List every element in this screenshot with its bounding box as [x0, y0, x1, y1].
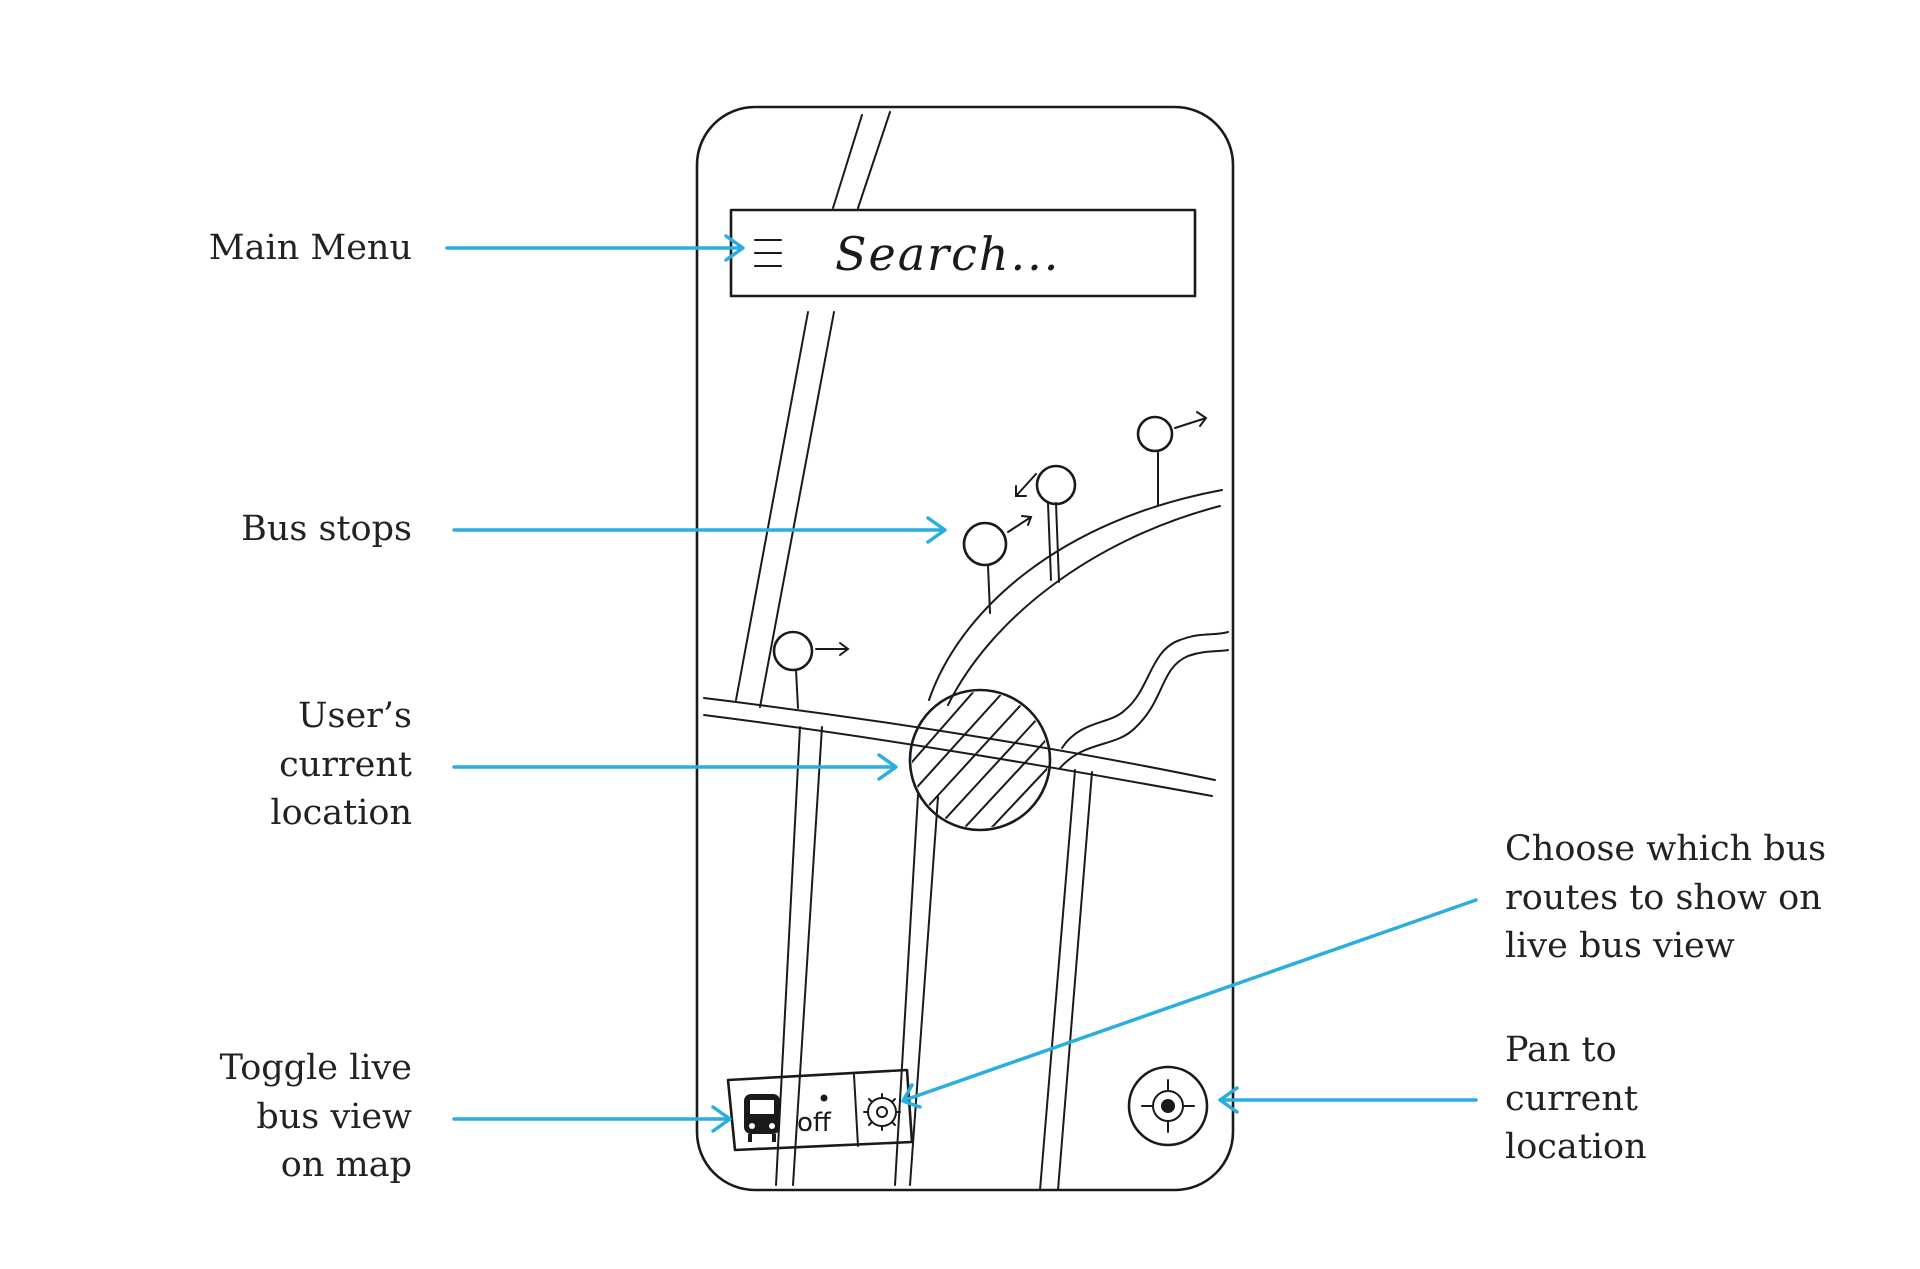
annotation-text: current — [1505, 1078, 1638, 1119]
annotation-toggle-live: Toggle live bus view on map — [220, 1044, 412, 1190]
bus-stop-pin-icon[interactable] — [1015, 464, 1077, 583]
search-bar[interactable]: Search... — [729, 208, 1197, 298]
annotation-main-menu: Main Menu — [209, 224, 412, 273]
arrow-choose-routes — [901, 898, 1478, 1109]
annotation-text: routes to show on — [1505, 877, 1822, 918]
annotation-text: live bus view — [1505, 926, 1735, 966]
arrow-user-location — [452, 753, 898, 781]
annotation-text: location — [270, 793, 412, 833]
annotation-text: location — [1505, 1127, 1647, 1167]
annotation-text: Bus stops — [241, 509, 412, 549]
gear-icon[interactable] — [863, 1093, 901, 1131]
pan-to-location-button[interactable] — [1127, 1065, 1209, 1147]
arrow-main-menu — [445, 234, 745, 262]
annotation-choose-routes: Choose which bus routes to show on live … — [1505, 825, 1826, 971]
annotation-user-location: User’s current location — [270, 692, 412, 838]
annotation-text: Main Menu — [208, 228, 412, 268]
annotation-text: Choose which bus — [1505, 829, 1827, 869]
arrow-pan-location — [1218, 1086, 1478, 1114]
arrow-toggle — [452, 1105, 732, 1133]
bus-stop-pin-icon[interactable] — [962, 515, 1033, 614]
bus-icon — [744, 1094, 780, 1142]
user-location-marker — [908, 688, 1052, 832]
toggle-state: off — [797, 1108, 832, 1138]
annotation-text: on map — [280, 1145, 412, 1185]
crosshair-icon — [1141, 1079, 1195, 1133]
annotation-text: current — [279, 744, 412, 785]
annotation-pan-location: Pan to current location — [1505, 1026, 1647, 1172]
annotation-arrows — [445, 234, 1478, 1133]
search-input[interactable]: Search... — [835, 227, 1060, 281]
annotation-text: User’s — [298, 696, 412, 736]
annotation-bus-stops: Bus stops — [241, 505, 412, 554]
annotation-text: Pan to — [1505, 1030, 1617, 1070]
hamburger-menu-icon[interactable] — [754, 239, 782, 267]
map — [703, 111, 1229, 1191]
arrow-bus-stops — [452, 516, 947, 544]
bus-stop-pin-icon[interactable] — [772, 630, 850, 709]
annotation-text: bus view — [256, 1096, 412, 1137]
bus-stop-pin-icon[interactable] — [1136, 411, 1208, 506]
annotation-text: Toggle live — [219, 1048, 412, 1088]
phone-frame — [695, 105, 1235, 1192]
live-bus-toggle[interactable]: off — [726, 1068, 914, 1152]
